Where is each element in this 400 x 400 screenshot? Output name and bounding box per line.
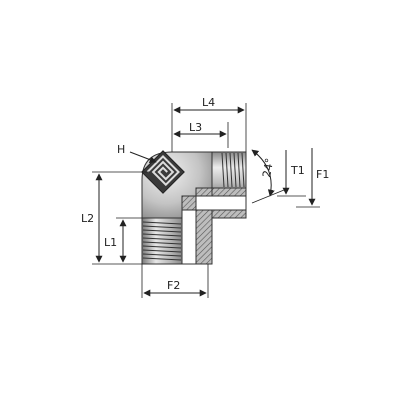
thread-line bbox=[237, 152, 241, 188]
thread-line bbox=[229, 152, 233, 188]
side-section-hatch bbox=[211, 187, 247, 197]
thread-line bbox=[225, 152, 229, 188]
thread-line bbox=[142, 237, 182, 241]
label-h: H bbox=[117, 143, 125, 156]
label-t1: T1 bbox=[290, 164, 305, 177]
side-inner-bore bbox=[195, 195, 247, 211]
thread-line bbox=[142, 245, 182, 249]
thread-line bbox=[142, 241, 182, 245]
dimension-f1: F1 bbox=[296, 148, 329, 208]
dimension-angle: 24° bbox=[251, 149, 285, 204]
dimension-f2: F2 bbox=[141, 264, 209, 298]
thread-line bbox=[221, 152, 225, 188]
dimension-h: H bbox=[117, 143, 157, 164]
thread-line bbox=[142, 225, 182, 229]
thread-line bbox=[233, 152, 237, 188]
elbow-fitting-body bbox=[141, 150, 247, 265]
thread-line bbox=[142, 257, 182, 261]
thread-line bbox=[142, 253, 182, 257]
label-f2: F2 bbox=[167, 279, 180, 292]
bottom-thread-leg bbox=[141, 217, 183, 265]
dimension-l2: L2 bbox=[81, 171, 150, 265]
label-l4: L4 bbox=[202, 96, 215, 109]
label-l1: L1 bbox=[104, 236, 117, 249]
label-angle: 24° bbox=[260, 157, 276, 178]
side-thread-lines bbox=[221, 152, 245, 188]
side-lower-wall bbox=[211, 209, 247, 219]
thread-line bbox=[142, 233, 182, 237]
label-l3: L3 bbox=[189, 121, 202, 134]
inner-bore bbox=[181, 209, 197, 265]
label-l2: L2 bbox=[81, 212, 94, 225]
thread-line bbox=[142, 229, 182, 233]
dimension-l4: L4 bbox=[171, 96, 247, 152]
thread-line bbox=[241, 152, 245, 188]
label-f1: F1 bbox=[316, 168, 329, 181]
dimension-l1: L1 bbox=[104, 217, 142, 263]
thread-line bbox=[142, 221, 182, 225]
bottom-thread-lines bbox=[142, 221, 182, 261]
thread-line bbox=[142, 249, 182, 253]
dimension-t1: T1 bbox=[277, 150, 306, 197]
dimension-l3: L3 bbox=[173, 121, 229, 148]
